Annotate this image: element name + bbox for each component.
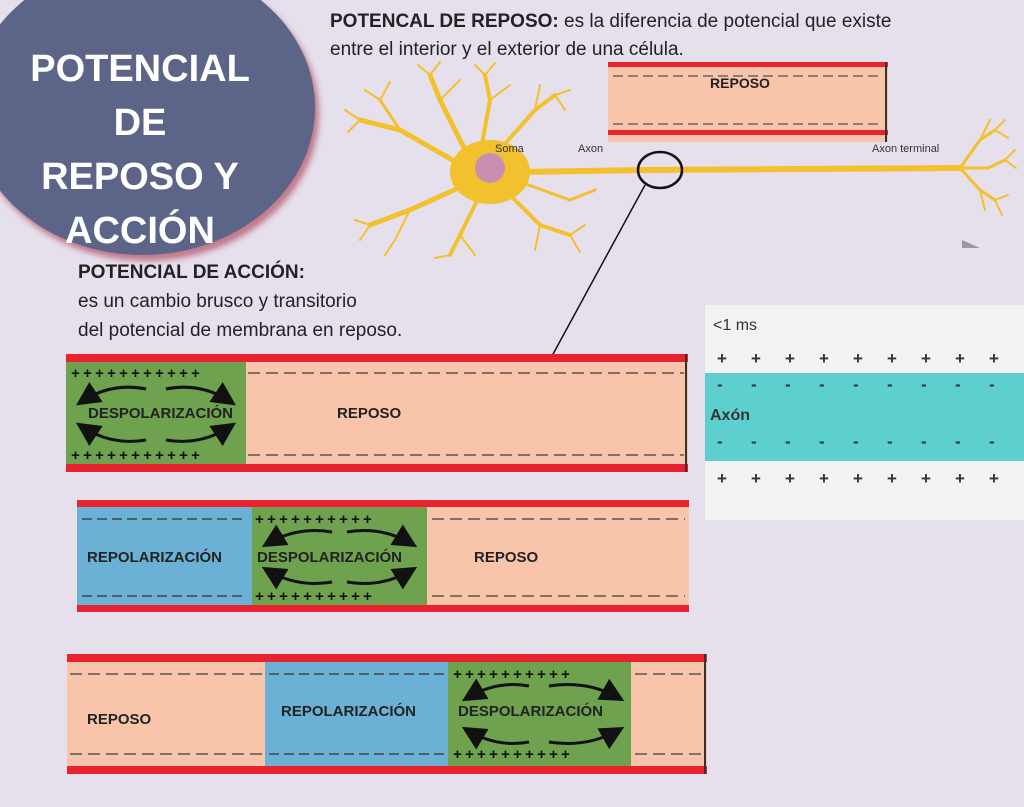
neuron-illustration: Soma Axon Axon terminal <box>344 61 1017 259</box>
strip3-plus-bottom: ++++++++++ <box>453 747 573 764</box>
strip2-depol-label: DESPOLARIZACIÓN <box>257 549 403 566</box>
accion-line1: es un cambio brusco y transitorio <box>78 291 357 312</box>
strip2-plus-bottom: ++++++++++ <box>255 589 375 606</box>
reposo-term: POTENCAL DE REPOSO: <box>330 11 559 32</box>
axon-label: Axon <box>578 143 603 155</box>
main-title-line2: REPOSO Y <box>41 156 239 198</box>
axon-plus-top-row: +++++++++ <box>717 349 999 368</box>
strip3-repol-region <box>265 662 448 766</box>
axon-terminal-label: Axon terminal <box>872 143 939 155</box>
soma-label: Soma <box>495 143 525 155</box>
title-bubble <box>0 0 315 255</box>
axon-minus-bottom-row: --------- <box>717 432 995 451</box>
strip1-plus-bottom: +++++++++++ <box>71 448 203 465</box>
rest-box-label: REPOSO <box>710 75 770 91</box>
main-title-line1: POTENCIAL DE <box>30 48 250 144</box>
strip1-depol-label: DESPOLARIZACIÓN <box>88 405 234 422</box>
axon-minus-top-row: --------- <box>717 375 995 394</box>
axon-panel-label: Axón <box>710 407 750 424</box>
reposo-text: es la diferencia de potencial que existe… <box>330 11 892 60</box>
strip1-rest-label: REPOSO <box>337 405 402 422</box>
axon-time-label: <1 ms <box>713 317 758 334</box>
strip1-depol-region <box>66 362 246 466</box>
strip3-repol-label: REPOLARIZACIÓN <box>281 703 416 720</box>
zoom-connector <box>551 184 646 357</box>
strip-1: +++++++++++ +++++++++++ <box>66 354 688 472</box>
zoom-circle <box>636 150 684 190</box>
axon-plus-bottom-row: +++++++++ <box>717 469 999 488</box>
strip-2: ++++++++++ ++++++++++ <box>77 500 689 612</box>
strip3-rest-label: REPOSO <box>87 711 152 728</box>
strip2-repol-region <box>77 507 252 605</box>
accion-definition: POTENCIAL DE ACCIÓN: es un cambio brusco… <box>78 258 518 345</box>
axon-band <box>705 373 1024 461</box>
strip2-rest-label: REPOSO <box>474 549 539 566</box>
strip2-plus-top: ++++++++++ <box>255 512 375 529</box>
axon-panel: <1 ms +++++++++ --------- Axón ---------… <box>705 305 1024 520</box>
strip-3: ++++++++++ ++++++++++ <box>67 654 707 774</box>
main-title: POTENCIAL DE REPOSO Y ACCIÓN <box>0 42 280 258</box>
main-title-line3: ACCIÓN <box>65 210 215 252</box>
strip2-repol-label: REPOLARIZACIÓN <box>87 549 222 566</box>
resting-membrane-box: REPOSO <box>608 62 888 142</box>
strip3-depol-label: DESPOLARIZACIÓN <box>458 703 604 720</box>
strip1-plus-top: +++++++++++ <box>71 366 203 383</box>
accion-term: POTENCIAL DE ACCIÓN: <box>78 262 305 283</box>
reposo-definition: POTENCAL DE REPOSO: es la diferencia de … <box>330 8 900 64</box>
accion-line2: del potencial de membrana en reposo. <box>78 320 403 341</box>
strip3-plus-top: ++++++++++ <box>453 667 573 684</box>
